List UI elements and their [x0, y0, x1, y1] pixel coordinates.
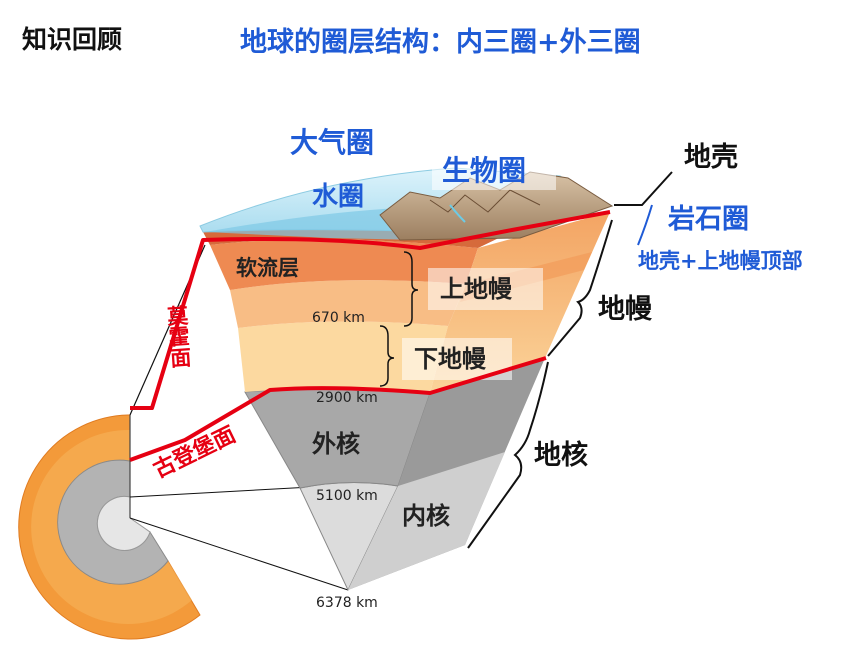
moho-label: 莫霍面	[164, 304, 193, 370]
crust-label: 地壳	[684, 142, 738, 173]
lower-mantle-label: 下地幔	[414, 345, 487, 373]
lithosphere-brace	[637, 204, 653, 246]
depth-2900: 2900 km	[316, 390, 378, 406]
inner-core-label: 内核	[402, 502, 450, 530]
upper-mantle-label-bg	[428, 268, 543, 310]
lithosphere-label: 岩石圈	[667, 204, 749, 235]
hydrosphere-label: 水圈	[312, 182, 364, 212]
upper-mantle-face	[230, 280, 466, 328]
core-label: 地核	[534, 439, 588, 471]
river	[449, 204, 466, 223]
atmosphere-label: 大气圈	[290, 126, 374, 159]
depth-670: 670 km	[312, 310, 365, 326]
outer-core-label: 外核	[312, 430, 360, 458]
biosphere-label: 生物圈	[442, 154, 526, 187]
gutenberg-boundary-line	[129, 356, 547, 462]
biosphere-label-bg	[432, 148, 556, 190]
ocean-layer	[205, 208, 420, 240]
asthenosphere-label: 软流层	[236, 256, 299, 280]
lithosphere-note: 地壳+上地幔顶部	[638, 249, 803, 273]
upper-mantle-label: 上地幔	[440, 275, 513, 303]
depth-6378: 6378 km	[316, 595, 378, 611]
page-title: 地球的圈层结构：内三圈+外三圈	[240, 27, 641, 58]
brace-lower-mantle	[379, 325, 395, 387]
section-label: 知识回顾	[22, 25, 123, 54]
earth-wedge	[199, 148, 614, 592]
gutenberg-label: 古登堡面	[149, 421, 240, 483]
inner-core-disc	[96, 495, 151, 551]
brace-core	[467, 361, 549, 549]
lower-mantle-face	[238, 321, 448, 393]
mountain-ridges	[429, 189, 541, 213]
brace-mantle	[547, 219, 613, 357]
mantle-label: 地幔	[598, 294, 653, 325]
depth-5100: 5100 km	[316, 488, 378, 504]
side-inner-core	[348, 452, 505, 590]
asthenosphere-face	[210, 239, 478, 290]
earth-cross-section	[18, 244, 349, 640]
brace-upper-mantle	[403, 251, 419, 327]
crust-pointer	[614, 171, 673, 206]
moho-boundary-line	[130, 210, 611, 410]
connector-center	[129, 517, 349, 591]
